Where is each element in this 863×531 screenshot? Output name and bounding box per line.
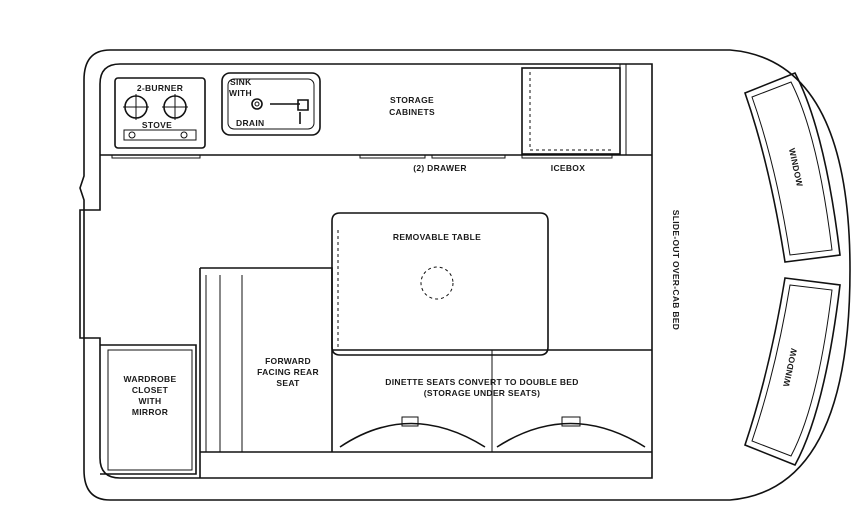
forward-seat-outline (199, 267, 333, 478)
storage-label-1: STORAGE (390, 95, 434, 105)
forward-seat (199, 267, 333, 478)
inner-wall (79, 63, 653, 479)
drawer-fronts (111, 155, 613, 159)
dinette-cushion-right (496, 422, 646, 448)
storage-label-2: CABINETS (389, 107, 435, 117)
sink-basin (227, 78, 315, 130)
icebox (521, 67, 621, 155)
burner-grates (123, 94, 188, 120)
knob-right-icon (180, 131, 188, 139)
counter-back-right (619, 64, 627, 155)
stove (114, 77, 206, 149)
forward-seat-label-3: SEAT (276, 378, 300, 388)
window-top-inner (751, 81, 833, 256)
wardrobe-inner (107, 349, 193, 471)
stove-outline (114, 77, 206, 149)
forward-seat-back (205, 275, 243, 452)
stove-label-1: 2-BURNER (137, 83, 183, 93)
table-hidden-edge (337, 230, 540, 351)
sink-label-2: WITH (229, 88, 252, 98)
stove-controls (123, 129, 197, 141)
window-bottom-label: WINDOW (781, 347, 799, 388)
sink-label-1: SINK (230, 77, 252, 87)
sink-label-3: DRAIN (236, 118, 264, 128)
drain-inner-icon (254, 101, 260, 107)
forward-seat-label-1: FORWARD (265, 356, 311, 366)
table-outline (331, 212, 549, 356)
dinette-label-1: DINETTE SEATS CONVERT TO DOUBLE BED (385, 377, 578, 387)
stove-label-2: STOVE (142, 120, 172, 130)
table-leg-icon (420, 266, 454, 300)
knob-left-icon (128, 131, 136, 139)
window-top (743, 71, 841, 263)
window-bottom (744, 277, 841, 467)
window-top-label: WINDOW (787, 147, 805, 188)
cushion-tab-right (561, 416, 581, 427)
wardrobe-outline (100, 344, 197, 475)
window-bottom-inner (751, 284, 833, 457)
table-label: REMOVABLE TABLE (393, 232, 481, 242)
camper-outline (79, 49, 851, 501)
overcab-bed-label: SLIDE-OUT OVER-CAB BED (671, 210, 681, 330)
wardrobe-label-1: WARDROBE (124, 374, 177, 384)
wardrobe-label-4: MIRROR (132, 407, 168, 417)
faucet-icon (270, 99, 309, 124)
drawer-label: (2) DRAWER (413, 163, 467, 173)
icebox-door (529, 72, 612, 151)
wardrobe (100, 344, 197, 475)
drain-icon (251, 98, 263, 110)
cushion-tab-left (401, 416, 419, 427)
dinette-label-2: (STORAGE UNDER SEATS) (424, 388, 541, 398)
icebox-outline (521, 67, 621, 155)
wardrobe-label-2: CLOSET (132, 385, 169, 395)
wardrobe-label-3: WITH (139, 396, 162, 406)
sink-outline (221, 72, 321, 136)
dinette-cushion-left (339, 422, 486, 448)
icebox-label: ICEBOX (551, 163, 585, 173)
sink (221, 72, 321, 136)
forward-seat-label-2: FACING REAR (257, 367, 319, 377)
